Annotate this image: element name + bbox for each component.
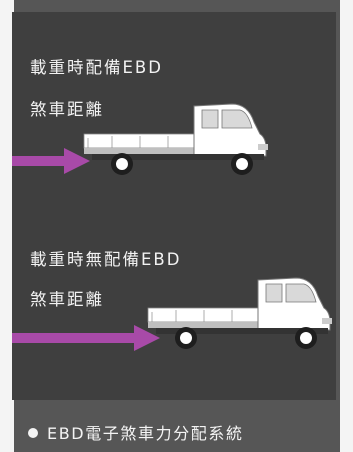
caption-text: EBD電子煞車力分配系統 [47, 424, 244, 443]
truck-icon [83, 103, 268, 175]
truck-icon [147, 277, 332, 349]
arrow-right-icon [12, 325, 160, 351]
with-ebd-title: 載重時配備EBD [30, 58, 163, 77]
with-ebd-distance-label: 煞車距離 [30, 100, 104, 119]
arrow-right-icon [12, 148, 90, 174]
figure-caption: EBD電子煞車力分配系統 [28, 420, 338, 444]
illustration-panel: 載重時配備EBD 煞車距離 載重時無配備EBD 煞車距離 [12, 12, 336, 400]
page-margin [340, 0, 353, 452]
without-ebd-title: 載重時無配備EBD [30, 250, 182, 269]
bullet-dot-icon [28, 428, 38, 438]
without-ebd-distance-label: 煞車距離 [30, 290, 104, 309]
